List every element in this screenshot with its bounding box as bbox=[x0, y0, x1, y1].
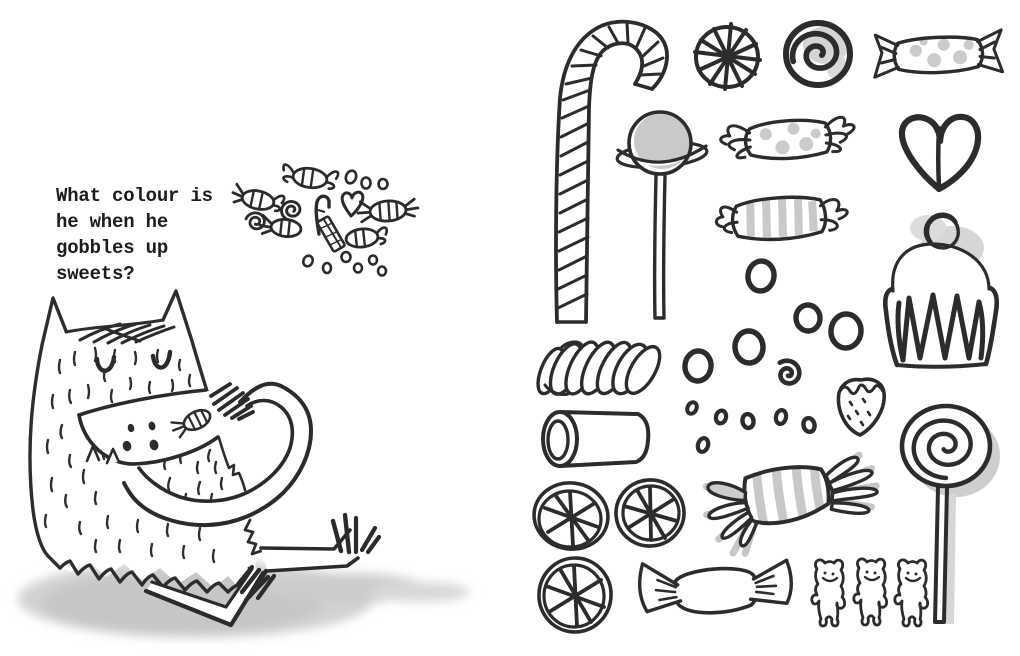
svg-text:gobbles up: gobbles up bbox=[56, 237, 168, 259]
svg-text:What colour is: What colour is bbox=[56, 185, 213, 207]
svg-text:he when he: he when he bbox=[56, 211, 168, 233]
svg-text:sweets?: sweets? bbox=[56, 263, 134, 285]
